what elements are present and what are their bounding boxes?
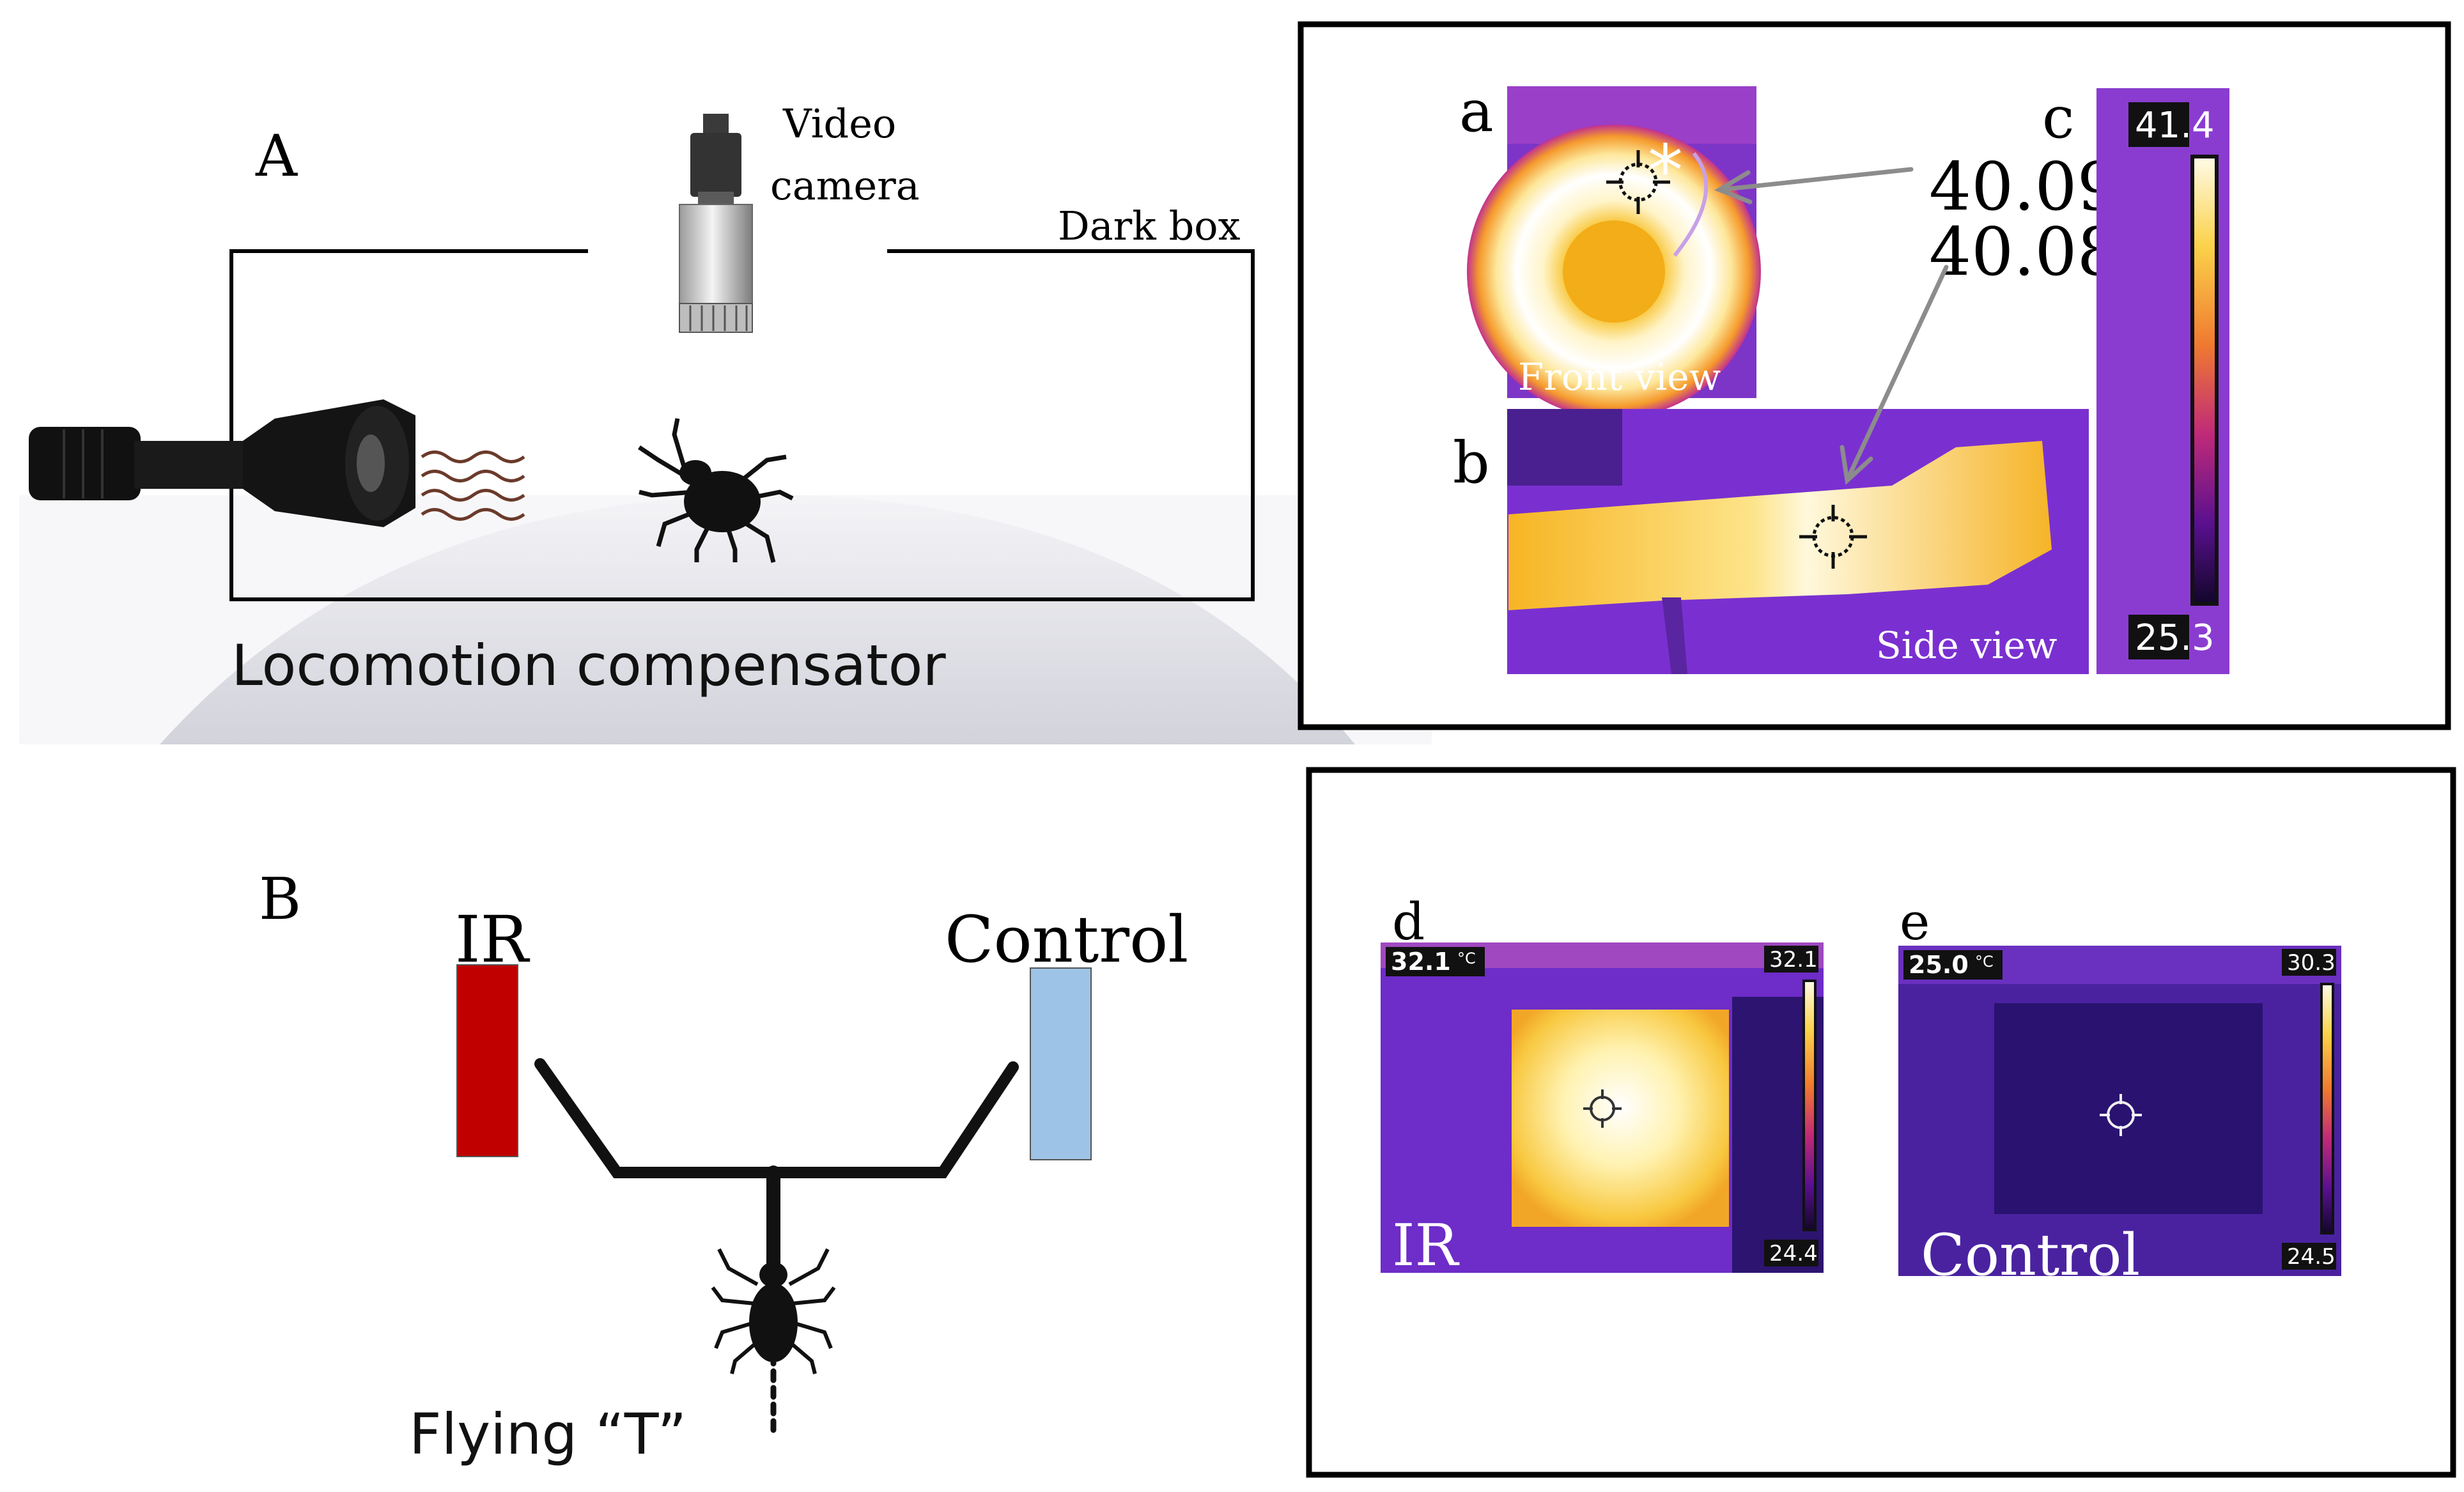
ir-spot-unit: °C [1457, 950, 1476, 967]
panel-b: B IR Control Flying “T” [259, 866, 1188, 1467]
label-b: b [1453, 429, 1490, 496]
tick-icon [711, 1248, 836, 1374]
dark-box-label: Dark box [1058, 203, 1241, 249]
crosshair-icon [1799, 505, 1867, 569]
color-scale-bar: 41.4 25.3 [2096, 88, 2229, 674]
control-thermal-image: 25.0 °C 30.3 24.5 Control [1898, 946, 2341, 1289]
label-e: e [1900, 892, 1930, 951]
flying-t-label: Flying “T” [409, 1401, 686, 1467]
panel-a: A Dark box Video camera [19, 100, 1432, 744]
scale-min-label: 25.3 [2135, 617, 2215, 659]
heat-waves-icon [421, 450, 525, 521]
side-view-caption: Side view [1876, 624, 2057, 667]
control-scale-min: 24.5 [2287, 1244, 2336, 1270]
label-d: d [1392, 892, 1425, 951]
tick-icon [638, 418, 794, 563]
ir-spot-temp: 32.1 [1391, 948, 1451, 976]
reading-2: 40.08 [1929, 213, 2119, 291]
control-spot-unit: °C [1975, 953, 1994, 971]
panel-b-label: B [259, 866, 301, 933]
camera-label-line2: camera [770, 162, 920, 209]
crosshair-icon [2100, 1094, 2142, 1136]
control-scale-max: 30.3 [2287, 950, 2336, 976]
asterisk-marker: * [1648, 130, 1683, 211]
reading-1: 40.09 [1929, 148, 2119, 226]
dark-box [229, 249, 1255, 601]
thermal-panel-top: a b c * Front view [1298, 21, 2451, 730]
ir-thermal-image: 32.1 °C 32.1 24.4 IR [1381, 942, 1824, 1279]
crosshair-icon [1583, 1089, 1622, 1128]
camera-label-line1: Video [782, 100, 896, 147]
ir-scale-min: 24.4 [1769, 1241, 1818, 1266]
platform-label: Locomotion compensator [231, 633, 946, 698]
control-source-block [1030, 967, 1092, 1160]
flying-t-apparatus [534, 1058, 1019, 1434]
side-view-thermal-image: Side view [1507, 409, 2089, 674]
control-label: Control [945, 902, 1188, 977]
ir-scale-max: 32.1 [1769, 947, 1818, 973]
label-c: c [2042, 84, 2074, 151]
pointer-arrows [1714, 167, 1949, 486]
control-caption: Control [1921, 1222, 2140, 1289]
crosshair-icon [1606, 150, 1670, 214]
front-view-caption: Front view [1518, 355, 1721, 399]
video-camera-icon [679, 114, 753, 333]
ir-source-block [456, 964, 518, 1157]
front-view-thermal-image: * Front view [1467, 86, 1761, 419]
flashlight-icon [29, 399, 415, 527]
ir-caption: IR [1392, 1212, 1460, 1279]
label-a: a [1459, 78, 1494, 145]
thermal-panel-bottom: d e 32.1 °C 32.1 24.4 IR [1306, 767, 2456, 1478]
scale-max-label: 41.4 [2135, 105, 2215, 146]
control-spot-temp: 25.0 [1909, 951, 1969, 979]
panel-a-label: A [255, 123, 298, 190]
locomotion-compensator-dome [160, 495, 1355, 744]
